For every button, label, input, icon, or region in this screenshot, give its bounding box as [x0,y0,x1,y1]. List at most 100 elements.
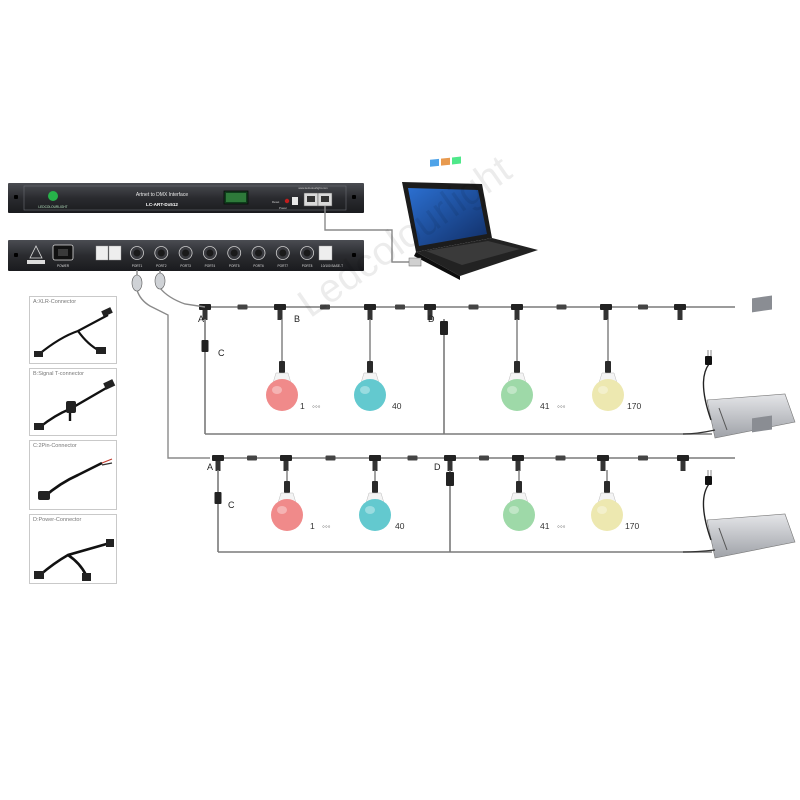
bulb-number-label: 40 [395,521,405,531]
bulb-number-label: 170 [625,521,639,531]
legend-label: C:2Pin-Connector [33,443,77,449]
bulb-number-label: 41 [540,401,550,411]
xlr-port-socket [182,249,190,257]
led-bulb: 41◦◦◦ [501,319,566,411]
t-connector-stem [514,310,520,320]
bulb-highlight [598,386,608,394]
led-bulb: 40 [359,470,405,531]
ground-symbol-icon [29,245,43,259]
bulb-number-label: 170 [627,401,641,411]
rack-screw [352,253,356,257]
rj45-plug-icon [408,257,422,267]
psu-vent-icon [752,295,772,313]
screen-tile [430,158,439,167]
t-connector-icon [424,304,436,310]
bulb-globe [271,499,303,531]
bulb-number-label: 1 [310,521,315,531]
t-connector-icon [600,304,612,310]
legend-label: B:Signal T-connector [33,371,84,377]
connector-letter-c: C [218,348,225,358]
bulb-highlight [272,386,282,394]
xlr-port-label: PORT5 [229,264,240,268]
t-connector-stem [202,310,208,320]
t-connector-icon [280,455,292,461]
bulb-number-label: 41 [540,521,550,531]
bulb-plug-icon [284,481,290,493]
ellipsis-dots: ◦◦◦ [557,522,566,531]
legend-label: D:Power-Connector [33,517,82,523]
connector-letter-a: A [207,462,213,472]
bulb-highlight [509,506,519,514]
inline-connector-icon [325,455,336,461]
led-bulb: 41 ◦◦◦ [503,470,566,531]
t-connector-stem [680,461,686,471]
inline-connector-icon [407,455,418,461]
psu-terminal [718,527,728,551]
device-website: www.ledcolourlight.com [298,186,328,190]
legend-2pin-connector: C:2Pin-Connector [29,440,117,510]
bulb-plug-icon [516,481,522,493]
xlr-port-socket [133,249,141,257]
ac-plug-icon [705,476,712,485]
t-connector-stem [427,310,433,320]
power-connector-icon [440,321,448,335]
t-connector-icon [677,455,689,461]
t-connector-stem [277,310,283,320]
inline-connector-icon [479,455,489,461]
bulb-plug-icon [367,361,373,373]
power-supplies [682,295,796,559]
device-title: Artnet to DMX Interface [136,192,188,198]
ellipsis-dots: ◦◦◦ [322,522,331,531]
t-connector-stem [215,461,221,471]
reset-button[interactable] [284,198,290,204]
led-bulb: 1◦◦◦ [266,319,321,411]
bulb-plug-icon [279,361,285,373]
t-connector-stem [283,461,289,471]
ac-cord [702,363,712,421]
bulb-globe [591,499,623,531]
inline-connector-icon [247,455,257,461]
led-bulb: 170 [592,319,641,411]
bulb-highlight [597,506,607,514]
t-connector-icon [34,379,116,430]
ellipsis-dots: ◦◦◦ [312,402,321,411]
bulb-plug-icon [514,361,520,373]
bulb-globe [354,379,386,411]
xlr-port-label: PORT1 [132,264,143,268]
network-cable [324,206,422,267]
network-label: 10/100 BASE-T [321,264,343,268]
bulb-globe [266,379,298,411]
bulb-globe [359,499,391,531]
inline-connector-icon [395,304,405,310]
xlr-port-label: PORT7 [278,264,289,268]
t-connector-icon [274,304,286,310]
laptop-keyboard [426,241,520,265]
xlr-port-socket [157,249,165,257]
laptop [402,156,538,280]
t-connector-stem [515,461,521,471]
t-connector-icon [364,304,376,310]
power-inlet-socket [58,249,68,256]
xlr-port-label: PORT6 [253,264,264,268]
psu-terminal [718,407,728,431]
rack-screw [14,253,18,257]
screen-tile [441,157,450,166]
certification-label-icon [95,245,109,261]
bulb-plug-icon [605,361,611,373]
xlr-port-socket [206,249,214,257]
t-connector-icon [444,455,456,461]
device-model: LC-ART-Dx512 [146,202,178,207]
t-connector-stem [603,310,609,320]
ethernet-socket [321,196,329,202]
t-connector-stem [447,461,453,471]
t-connector-icon [511,304,523,310]
power-switch[interactable] [292,197,298,205]
bulb-plug-icon [604,481,610,493]
inline-connector-icon [468,304,479,310]
lcd-screen [226,193,246,202]
inline-connector-icon [320,304,330,310]
bulb-highlight [365,506,375,514]
